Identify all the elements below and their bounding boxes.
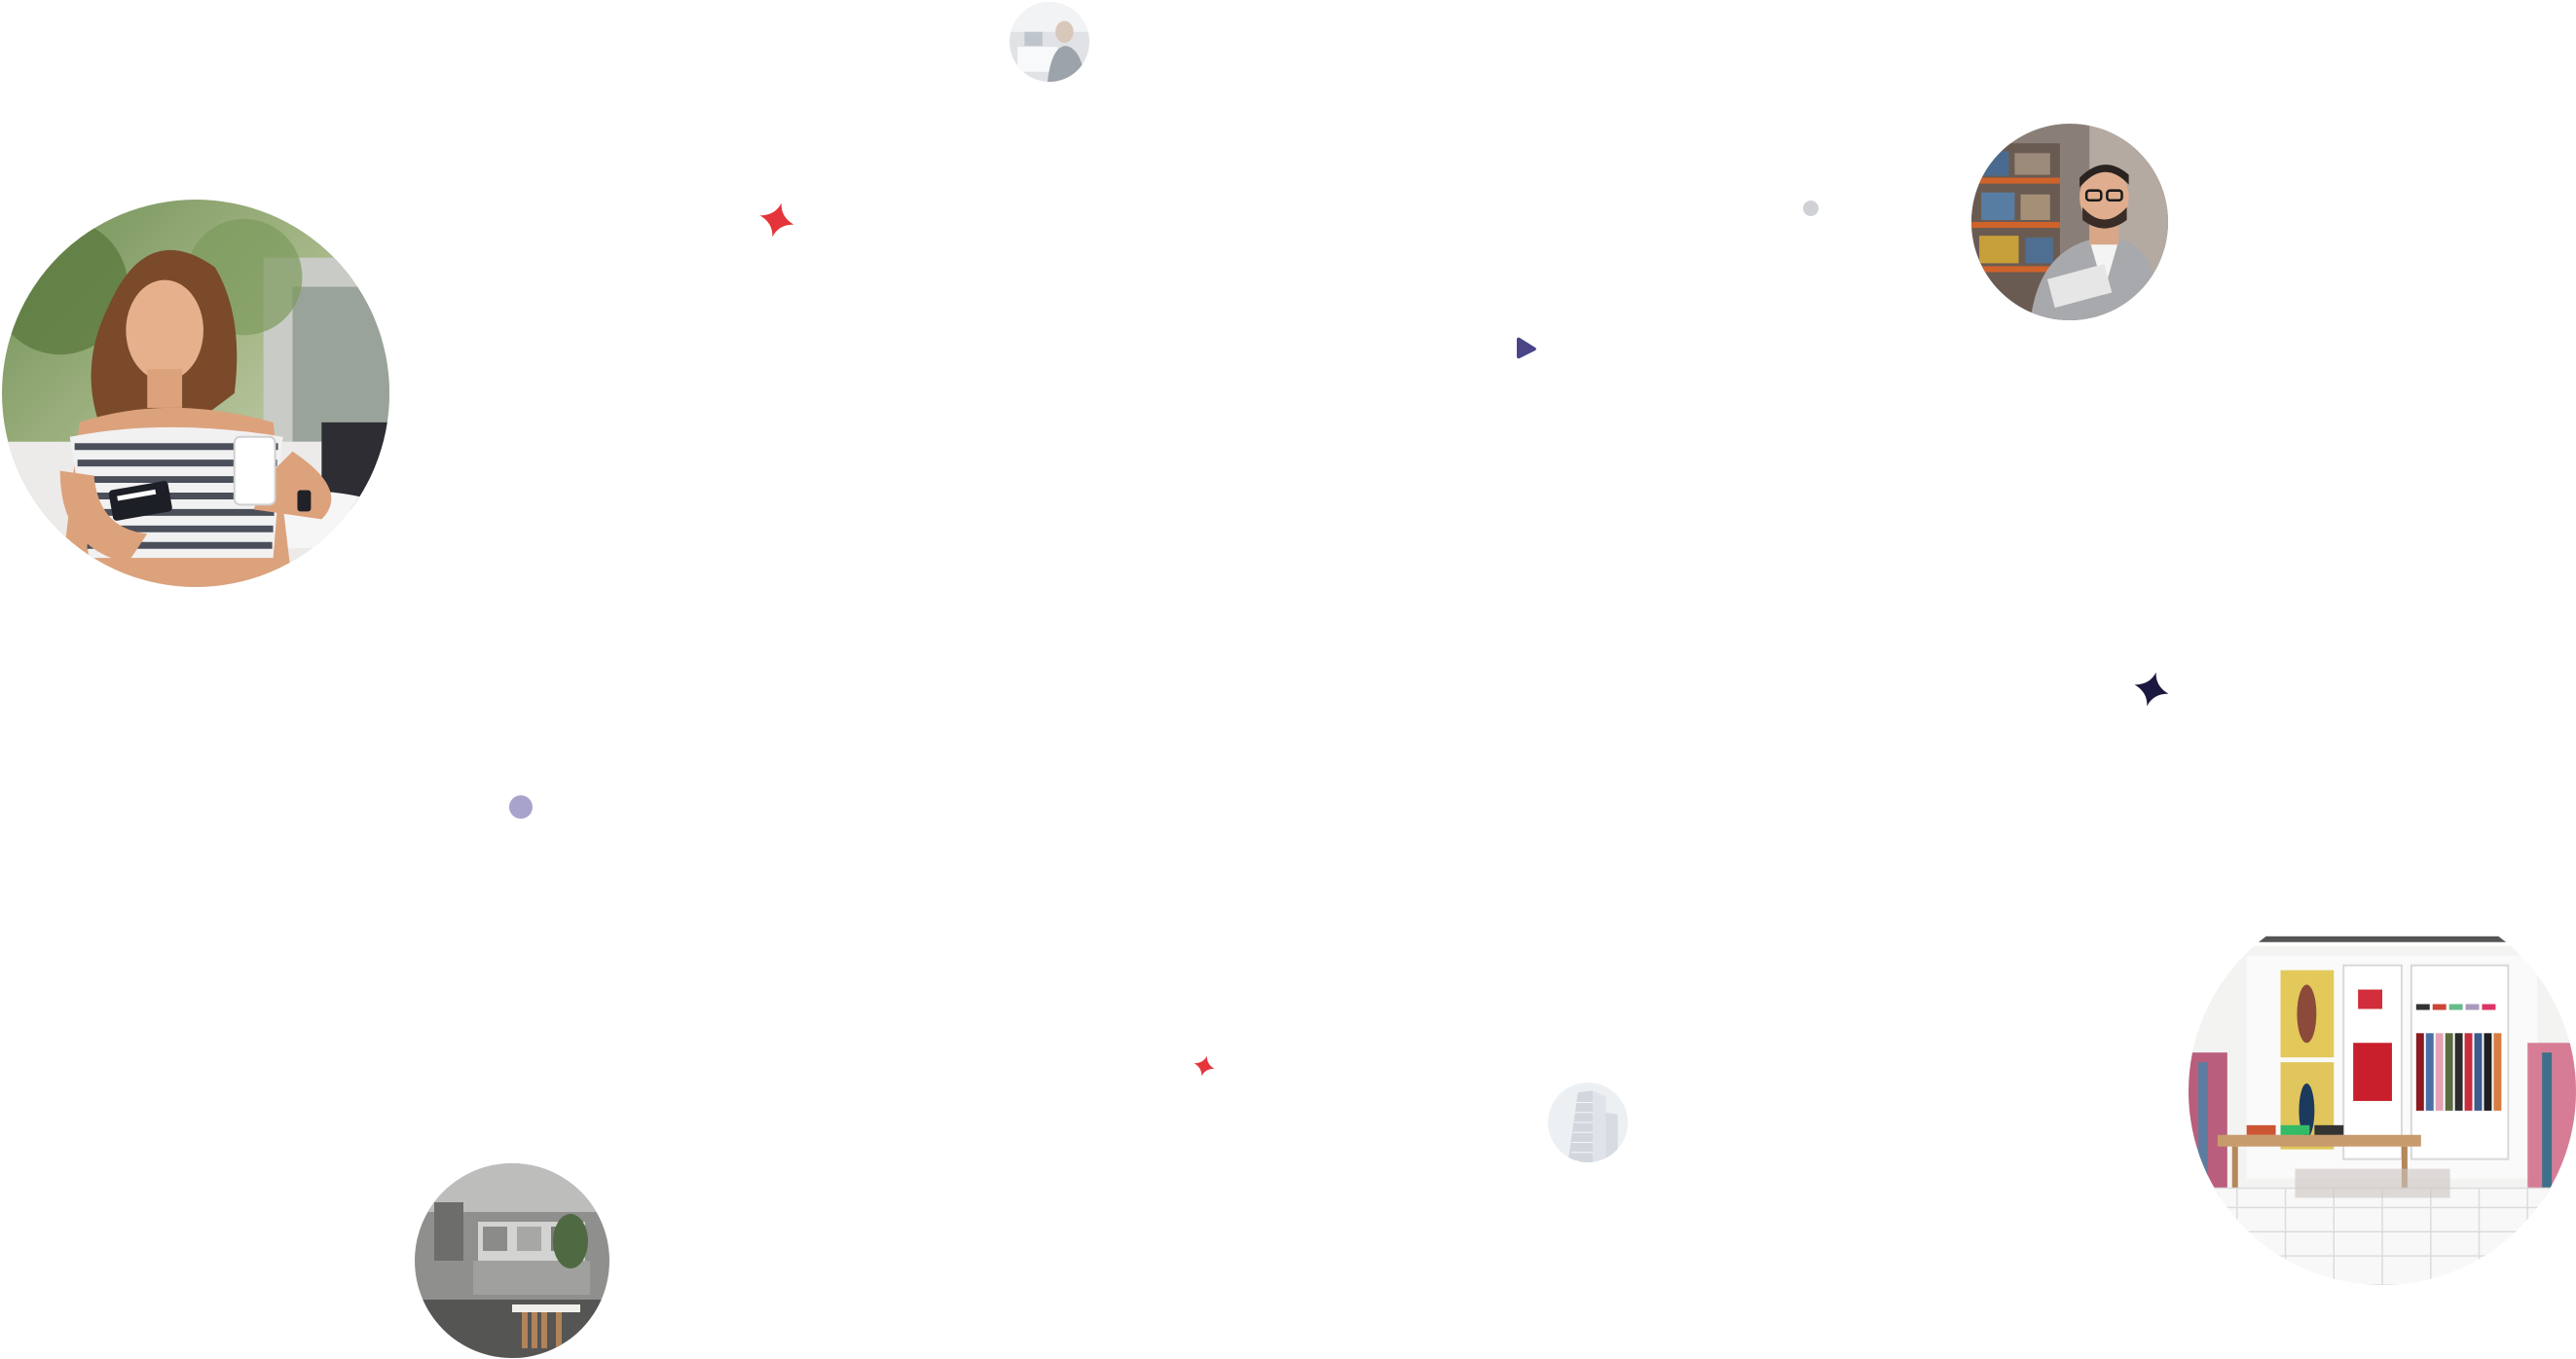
sparkle-red-small-icon bbox=[1194, 1055, 1215, 1077]
skyscraper-illustration bbox=[1548, 1083, 1628, 1162]
photo-skyscraper-faded bbox=[1548, 1083, 1628, 1162]
sparkle-red-large-icon bbox=[759, 202, 794, 238]
businessman-illustration bbox=[1971, 124, 2168, 320]
dot-grey-icon bbox=[1803, 201, 1819, 216]
photo-restaurant-interior bbox=[415, 1163, 609, 1358]
photo-clothing-store bbox=[2189, 898, 2576, 1285]
office-worker-illustration bbox=[1010, 2, 1089, 82]
woman-paying-illustration bbox=[2, 200, 389, 587]
photo-businessman-warehouse bbox=[1971, 124, 2168, 320]
photo-office-worker-faded bbox=[1010, 2, 1089, 82]
triangle-indigo-icon bbox=[1517, 337, 1536, 359]
clothing-store-illustration bbox=[2189, 898, 2576, 1285]
photo-woman-paying bbox=[2, 200, 389, 587]
restaurant-illustration bbox=[415, 1163, 609, 1358]
sparkle-navy-icon bbox=[2134, 672, 2169, 707]
dot-lavender-icon bbox=[509, 795, 533, 819]
